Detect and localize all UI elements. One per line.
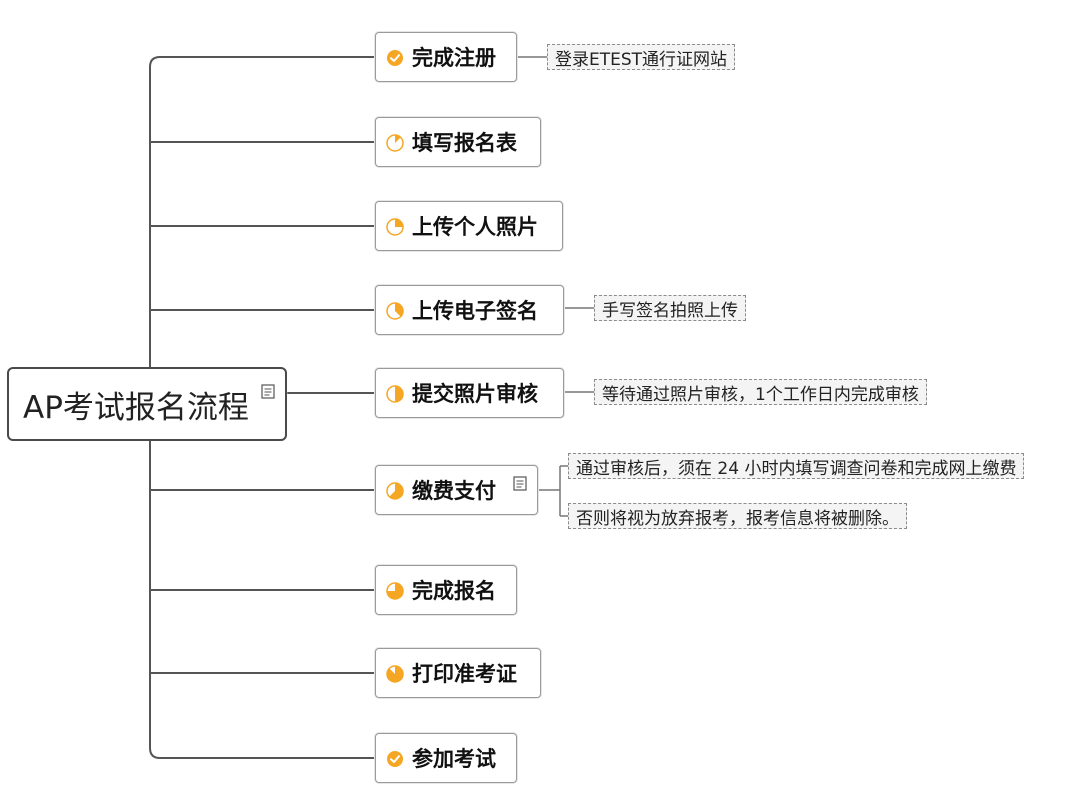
step-label: 上传电子签名: [412, 299, 538, 323]
check-circle-icon: [386, 48, 404, 66]
tip-text: 否则将视为放弃报考，报考信息将被删除。: [576, 508, 899, 529]
progress-pie-icon: [386, 664, 404, 683]
step-node-upload-signature[interactable]: 上传电子签名: [375, 285, 564, 335]
root-topic[interactable]: AP考试报名流程: [7, 367, 287, 441]
tip-line-5: [538, 465, 568, 517]
tip-payment-deadline[interactable]: 通过审核后，须在 24 小时内填写调查问卷和完成网上缴费: [568, 453, 1025, 479]
tip-text: 登录ETEST通行证网站: [555, 49, 728, 70]
step-node-photo-review[interactable]: 提交照片审核: [375, 368, 564, 418]
check-circle-icon: [386, 749, 404, 767]
note-icon[interactable]: [513, 476, 527, 491]
progress-pie-icon: [386, 384, 404, 403]
tip-payment-warning[interactable]: 否则将视为放弃报考，报考信息将被删除。: [568, 503, 907, 529]
progress-pie-icon: [386, 481, 404, 500]
progress-pie-icon: [386, 301, 404, 320]
tip-text: 手写签名拍照上传: [602, 300, 738, 321]
step-label: 打印准考证: [412, 662, 517, 686]
step-node-payment[interactable]: 缴费支付: [375, 465, 538, 515]
tip-photo-review[interactable]: 等待通过照片审核，1个工作日内完成审核: [594, 379, 927, 405]
step-node-complete[interactable]: 完成报名: [375, 565, 517, 615]
root-title: AP考试报名流程: [23, 389, 249, 426]
tip-text: 通过审核后，须在 24 小时内填写调查问卷和完成网上缴费: [576, 458, 1017, 479]
progress-pie-icon: [386, 581, 404, 600]
step-label: 完成报名: [412, 579, 496, 603]
step-node-take-exam[interactable]: 参加考试: [375, 733, 517, 783]
step-node-fill-form[interactable]: 填写报名表: [375, 117, 541, 167]
step-node-register[interactable]: 完成注册: [375, 32, 517, 82]
step-node-upload-photo[interactable]: 上传个人照片: [375, 201, 563, 251]
step-label: 缴费支付: [412, 479, 496, 503]
note-icon[interactable]: [261, 384, 275, 399]
step-label: 参加考试: [412, 747, 496, 771]
tip-register[interactable]: 登录ETEST通行证网站: [547, 44, 736, 70]
progress-pie-icon: [386, 133, 404, 152]
step-label: 提交照片审核: [412, 382, 538, 406]
tip-text: 等待通过照片审核，1个工作日内完成审核: [602, 384, 919, 405]
step-label: 填写报名表: [412, 131, 517, 155]
step-label: 完成注册: [412, 46, 496, 70]
step-label: 上传个人照片: [412, 215, 538, 239]
step-node-print-ticket[interactable]: 打印准考证: [375, 648, 541, 698]
progress-pie-icon: [386, 217, 404, 236]
tip-signature[interactable]: 手写签名拍照上传: [594, 295, 746, 321]
